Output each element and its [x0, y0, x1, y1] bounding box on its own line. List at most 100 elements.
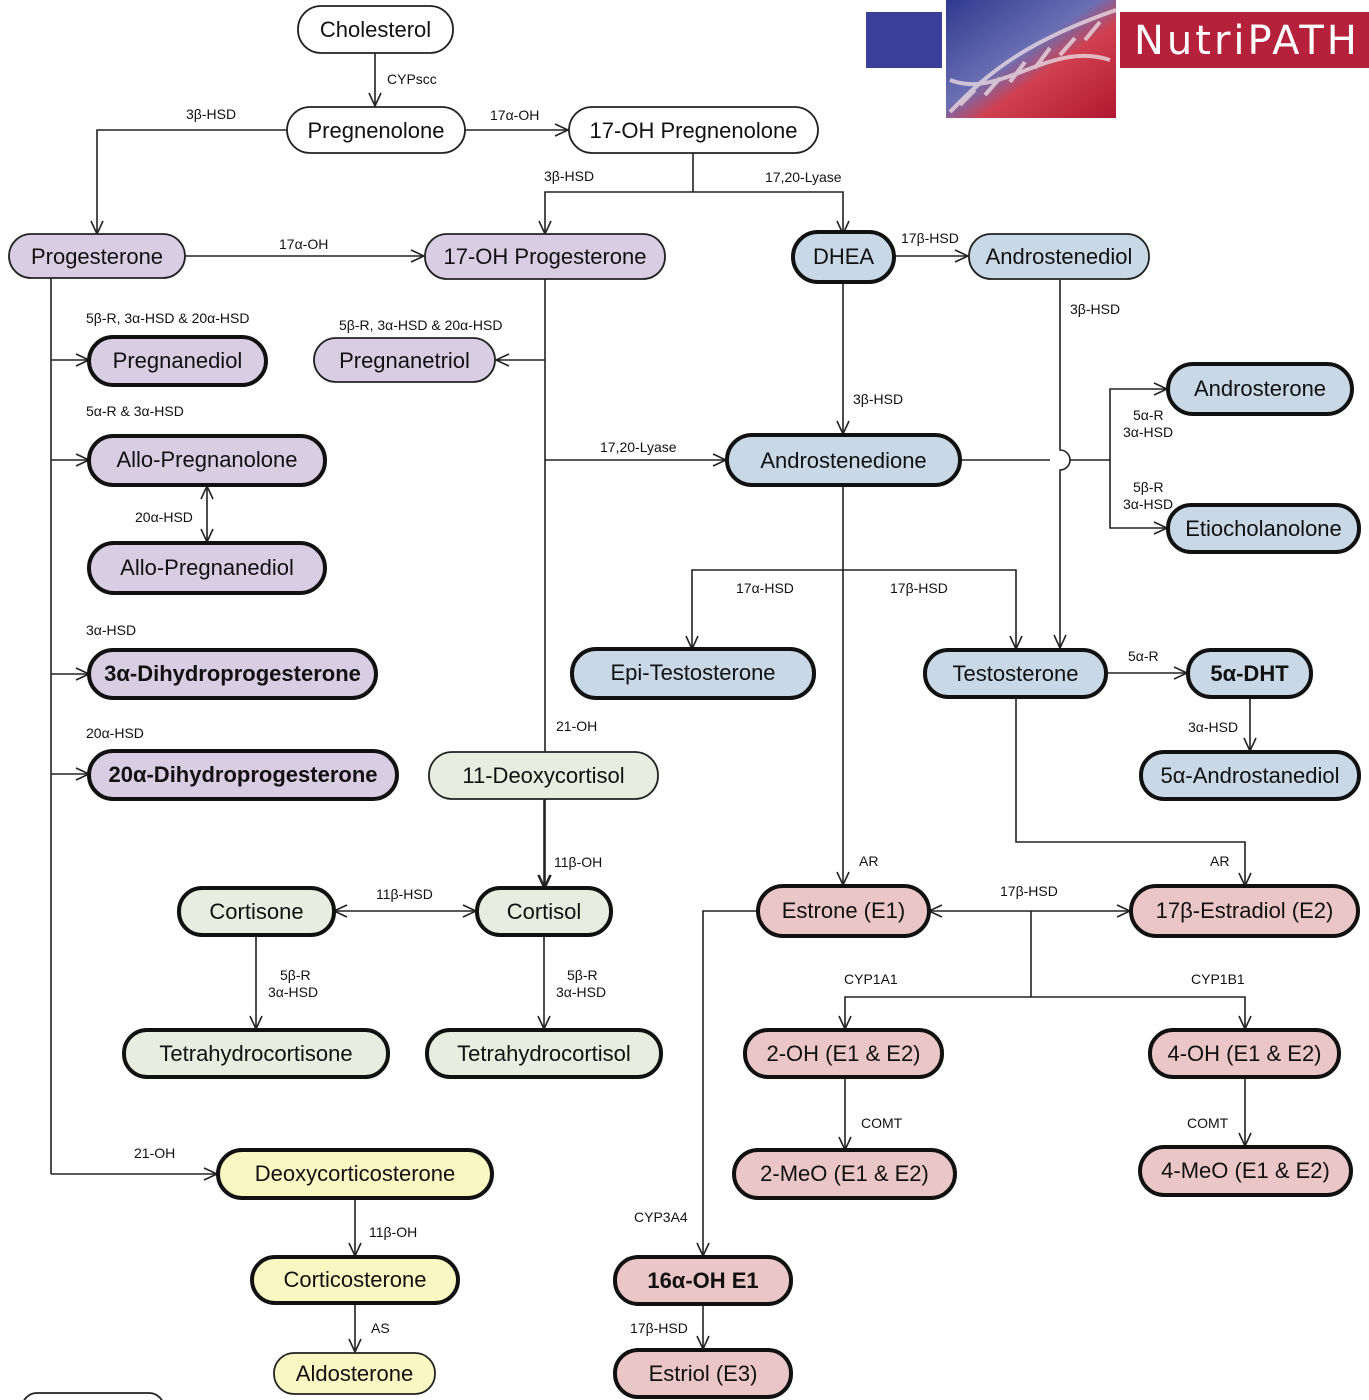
node-label: Tetrahydrocortisone — [159, 1041, 352, 1066]
enzyme-label: 17α-OH — [490, 107, 539, 123]
enzyme-label: CYP3A4 — [634, 1209, 688, 1225]
enzyme-label: 3β-HSD — [544, 168, 594, 184]
node-label: Pregnanediol — [113, 348, 243, 373]
node-label: Estriol (E3) — [649, 1361, 758, 1386]
node-5a-dht: 5α-DHT — [1186, 648, 1313, 699]
enzyme-label: 5β-R — [280, 967, 311, 983]
node-pregnanediol: Pregnanediol — [87, 335, 268, 387]
node-cortisol: Cortisol — [475, 886, 613, 937]
node-17oh-progesterone: 17-OH Progesterone — [424, 233, 666, 280]
enzyme-label: 3β-HSD — [853, 391, 903, 407]
enzyme-label: 17,20-Lyase — [765, 169, 842, 185]
node-label: Pregnanetriol — [339, 348, 470, 373]
node-17oh-pregnenolone: 17-OH Pregnenolone — [568, 106, 819, 154]
enzyme-label: 21-OH — [134, 1145, 175, 1161]
node-label: Etiocholanolone — [1185, 516, 1342, 541]
node-cortisone: Cortisone — [177, 886, 336, 937]
node-aldosterone: Aldosterone — [273, 1352, 436, 1395]
enzyme-label: AR — [859, 853, 878, 869]
enzyme-label: 3α-HSD — [1188, 719, 1238, 735]
enzyme-label: 3α-HSD — [268, 984, 318, 1000]
enzyme-label: 21-OH — [556, 718, 597, 734]
node-label: 17-OH Pregnenolone — [590, 118, 798, 143]
enzyme-label: 3α-HSD — [86, 622, 136, 638]
enzyme-label: 3α-HSD — [1123, 496, 1173, 512]
node-label: 4-MeO (E1 & E2) — [1161, 1158, 1330, 1183]
node-label: 20α-Dihydroprogesterone — [108, 762, 377, 787]
enzyme-label: 5α-R — [1133, 407, 1164, 423]
node-label: Allo-Pregnanolone — [116, 447, 297, 472]
node-corticosterone: Corticosterone — [250, 1255, 460, 1305]
enzyme-label: 20α-HSD — [86, 725, 144, 741]
enzyme-label: 5β-R, 3α-HSD & 20α-HSD — [86, 310, 250, 326]
enzyme-label: 3β-HSD — [186, 106, 236, 122]
node-cholesterol: Cholesterol — [297, 5, 454, 54]
node-label: 2-MeO (E1 & E2) — [760, 1161, 929, 1186]
dna-helix-icon — [948, 8, 1117, 114]
node-label: Corticosterone — [283, 1267, 426, 1292]
node-4oh: 4-OH (E1 & E2) — [1148, 1028, 1341, 1079]
enzyme-label: 17β-HSD — [630, 1320, 688, 1336]
enzyme-label: 5β-R, 3α-HSD & 20α-HSD — [339, 317, 503, 333]
enzyme-label: 5β-R — [1133, 479, 1164, 495]
node-label: Pregnenolone — [307, 118, 444, 143]
node-etiocholanolone: Etiocholanolone — [1166, 503, 1361, 554]
node-epi-testosterone: Epi-Testosterone — [570, 647, 816, 700]
enzyme-label: 11β-HSD — [376, 886, 433, 902]
node-dhea: DHEA — [791, 230, 896, 284]
enzyme-label: 5β-R — [567, 967, 598, 983]
enzyme-label: AS — [371, 1320, 390, 1336]
logo-brand-text: NutriPATH — [1134, 18, 1360, 64]
node-pregnanetriol: Pregnanetriol — [313, 337, 496, 383]
node-label: Androstenediol — [986, 244, 1133, 269]
node-label: Deoxycorticosterone — [255, 1161, 456, 1186]
node-label: 17-OH Progesterone — [444, 244, 647, 269]
node-testosterone: Testosterone — [923, 648, 1108, 699]
node-label: 3α-Dihydroprogesterone — [104, 661, 361, 686]
enzyme-label: 5α-R & 3α-HSD — [86, 403, 184, 419]
node-label: Epi-Testosterone — [610, 660, 775, 685]
enzyme-label: 11β-OH — [554, 854, 602, 870]
node-label: Progesterone — [31, 244, 163, 269]
node-label: Estrone (E1) — [782, 898, 906, 923]
node-20a-dihydroprogesterone: 20α-Dihydroprogesterone — [87, 749, 399, 801]
node-deoxycorticosterone: Deoxycorticosterone — [216, 1148, 494, 1200]
node-allo-pregnanolone: Allo-Pregnanolone — [87, 434, 327, 487]
enzyme-label: 3α-HSD — [556, 984, 606, 1000]
connectors — [50, 53, 1257, 1354]
node-label: Androsterone — [1194, 376, 1326, 401]
node-label: Cortisone — [209, 899, 303, 924]
enzyme-label: CYP1B1 — [1191, 971, 1245, 987]
enzyme-label: 17β-HSD — [901, 230, 959, 246]
enzyme-label: CYPscc — [387, 71, 437, 87]
node-label: Cortisol — [507, 899, 582, 924]
enzyme-label: 17α-OH — [279, 236, 328, 252]
node-androsterone: Androsterone — [1166, 362, 1354, 416]
node-2meo: 2-MeO (E1 & E2) — [732, 1148, 957, 1200]
enzyme-label: CYP1A1 — [844, 971, 898, 987]
node-5a-androstanediol: 5α-Androstanediol — [1139, 750, 1361, 801]
node-2oh: 2-OH (E1 & E2) — [743, 1028, 944, 1079]
node-label: 17β-Estradiol (E2) — [1156, 898, 1334, 923]
node-label: Testosterone — [953, 661, 1079, 686]
node-label: Cholesterol — [320, 17, 431, 42]
enzyme-label: 17β-HSD — [890, 580, 948, 596]
node-3a-dihydroprogesterone: 3α-Dihydroprogesterone — [87, 648, 378, 700]
enzyme-label: 5α-R — [1128, 648, 1159, 664]
node-tetrahydrocortisol: Tetrahydrocortisol — [425, 1028, 663, 1079]
enzyme-label: AR — [1210, 853, 1229, 869]
node-label: Aldosterone — [296, 1361, 413, 1386]
node-label: 5α-DHT — [1210, 661, 1289, 686]
node-estradiol: 17β-Estradiol (E2) — [1129, 884, 1360, 938]
node-label: Androstenedione — [760, 448, 926, 473]
node-label: 5α-Androstanediol — [1160, 763, 1339, 788]
enzyme-label: COMT — [1187, 1115, 1229, 1131]
node-label: 11-Deoxycortisol — [462, 763, 624, 788]
enzyme-label: 11β-OH — [369, 1224, 417, 1240]
nutripath-logo: NutriPATH — [866, 0, 1369, 118]
enzyme-label: 17α-HSD — [736, 580, 794, 596]
enzyme-labels: CYPscc 3β-HSD 17α-OH 3β-HSD 17,20-Lyase … — [86, 71, 1245, 1336]
node-11-deoxycortisol: 11-Deoxycortisol — [428, 751, 659, 800]
node-allo-pregnanediol: Allo-Pregnanediol — [87, 541, 327, 595]
nodes: Cholesterol Pregnenolone 17-OH Pregnenol… — [8, 5, 1361, 1400]
